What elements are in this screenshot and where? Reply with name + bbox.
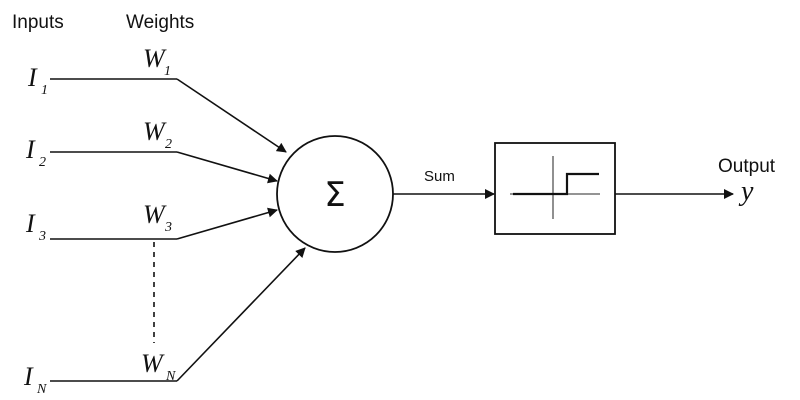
output-label: Output [718,156,776,177]
step-function-icon [513,172,599,196]
weights-header: Weights [126,12,194,33]
weight-n-connection [176,247,306,382]
output-variable: y [738,176,754,207]
input-1-symbol: I [27,63,38,92]
summation-node: Σ [276,135,394,253]
weight-1-subscript: 1 [164,64,171,79]
input-2-group: I 2 W 2 [25,117,278,184]
input-3-symbol: I [25,209,36,238]
input-2-subscript: 2 [39,155,46,170]
input-3-group: I 3 W 3 [25,200,278,244]
weight-n-symbol: W [141,349,165,378]
activation-box [494,142,616,235]
input-n-group: I N W N [23,247,306,397]
input-2-symbol: I [25,135,36,164]
input-n-subscript: N [36,382,47,397]
inputs-header: Inputs [12,12,64,33]
input-1-subscript: 1 [41,83,48,98]
sigma-icon: Σ [324,175,345,215]
sum-label: Sum [424,168,455,185]
weight-n-subscript: N [165,369,176,384]
weight-1-symbol: W [143,44,167,73]
weight-3-symbol: W [143,200,167,229]
weight-2-subscript: 2 [165,137,172,152]
weight-2-connection [176,151,278,184]
input-n-symbol: I [23,362,34,391]
weight-2-symbol: W [143,117,167,146]
weight-1-connection [176,78,287,153]
weight-3-connection [176,207,278,240]
activation-function [494,142,616,235]
weight-3-subscript: 3 [164,220,172,235]
input-3-subscript: 3 [38,229,46,244]
input-1-group: I 1 W 1 [27,44,287,153]
